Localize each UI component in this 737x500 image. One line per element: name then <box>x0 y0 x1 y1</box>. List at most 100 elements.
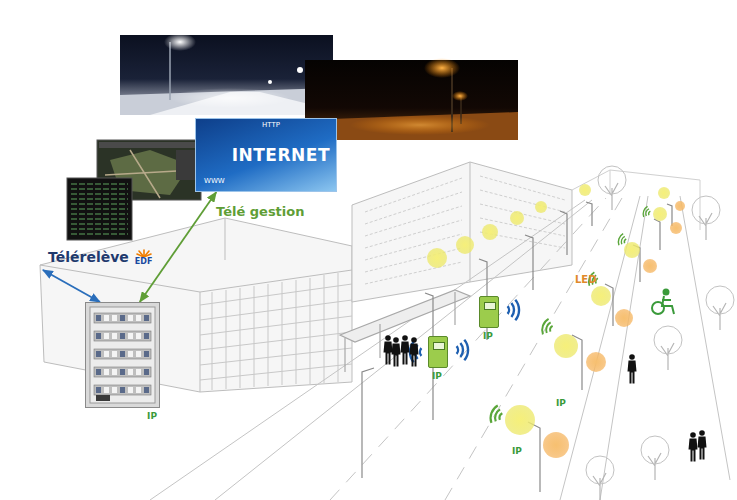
trees <box>586 456 614 500</box>
lamp-posts-right <box>667 204 672 226</box>
wheelchair-icon <box>664 290 669 295</box>
breaker <box>136 315 141 321</box>
breaker <box>136 387 141 393</box>
breaker <box>112 351 117 357</box>
left-building <box>200 284 352 380</box>
breaker <box>144 369 149 375</box>
breaker <box>104 333 109 339</box>
edf-logo-sun <box>136 249 152 257</box>
cabinet-interior <box>86 303 159 407</box>
breaker <box>128 369 133 375</box>
breaker <box>120 315 125 321</box>
control-cabinet: IP <box>85 302 160 408</box>
breaker <box>104 387 109 393</box>
people <box>384 335 707 461</box>
breaker-row <box>94 367 151 377</box>
trees <box>692 196 720 240</box>
bus-shelter <box>340 290 470 372</box>
trees <box>654 326 682 370</box>
people <box>628 354 637 383</box>
lamp-lights-left <box>427 248 447 268</box>
breaker <box>128 315 133 321</box>
breaker <box>104 369 109 375</box>
night-photo-white <box>268 80 272 84</box>
aerial-screenshot <box>176 150 196 180</box>
trees <box>706 286 734 330</box>
lamp-lights-right <box>670 222 682 234</box>
telegestion-arrow <box>140 192 217 302</box>
night-photo-white <box>169 42 171 100</box>
lamp-lights-right <box>658 187 670 199</box>
meter-display <box>484 302 496 310</box>
breaker <box>144 315 149 321</box>
road <box>150 200 585 500</box>
lamp-posts-left <box>560 211 567 255</box>
right-building <box>470 162 471 282</box>
logo-text: EDF <box>135 257 153 266</box>
road <box>150 196 730 500</box>
night-photo-white <box>164 33 196 51</box>
lamp-lights-right <box>591 286 611 306</box>
road <box>330 198 606 500</box>
breaker <box>96 369 101 375</box>
lamp-lights-left <box>456 236 474 254</box>
data-screenshot <box>67 178 132 240</box>
telereleve-label: TélérelèveEDF <box>30 244 159 270</box>
node-text: IP <box>147 411 157 422</box>
left-building <box>40 218 352 292</box>
people <box>410 337 419 366</box>
breaker <box>104 315 109 321</box>
cabinet-interior <box>90 307 155 403</box>
night-photo-white <box>120 33 333 115</box>
breaker <box>120 387 125 393</box>
breaker-row <box>94 313 151 323</box>
url-text: WWW <box>204 177 225 185</box>
breaker <box>128 333 133 339</box>
meter-waves <box>457 340 468 361</box>
node-text: IP <box>432 371 442 382</box>
night-photo-white <box>297 67 303 73</box>
breaker <box>96 351 101 357</box>
edf-logo-ray <box>137 254 144 257</box>
road <box>600 196 648 500</box>
lamp-lights-right <box>653 207 667 221</box>
meter-display <box>433 342 445 350</box>
node-text: INTERNET <box>232 145 330 165</box>
breaker <box>120 369 125 375</box>
breaker <box>112 315 117 321</box>
breaker <box>144 333 149 339</box>
data-screenshot <box>71 184 128 234</box>
breaker <box>120 333 125 339</box>
smart-meter: IP <box>479 296 499 328</box>
breaker <box>112 387 117 393</box>
left-building <box>200 292 201 392</box>
lamp-waves <box>488 404 504 425</box>
lamp-posts-right <box>528 422 540 492</box>
right-building <box>480 176 565 248</box>
lamp-lights-right <box>615 309 633 327</box>
lamp-waves <box>617 233 628 247</box>
people <box>384 335 393 364</box>
people <box>401 335 410 364</box>
ip-label: IP <box>512 446 522 457</box>
people <box>689 432 698 461</box>
road <box>215 200 592 500</box>
night-photo-orange <box>424 58 460 78</box>
night-photo-white <box>120 88 333 115</box>
breaker <box>136 369 141 375</box>
led-label: LED <box>575 274 597 286</box>
lamp-lights-right <box>505 405 535 435</box>
meter-waves <box>508 300 519 321</box>
node-text: IP <box>483 331 493 342</box>
lamp-lights-right <box>624 242 640 258</box>
breaker <box>136 351 141 357</box>
lamp-lights-right <box>586 352 606 372</box>
breaker <box>128 387 133 393</box>
node-text: Télérelève <box>48 249 129 265</box>
aerial-screenshot <box>99 142 199 148</box>
wheelchair-icon <box>652 290 674 315</box>
lamp-posts-left <box>362 202 592 478</box>
lamp-lights-left <box>482 224 498 240</box>
lamp-lights-left <box>510 211 524 225</box>
